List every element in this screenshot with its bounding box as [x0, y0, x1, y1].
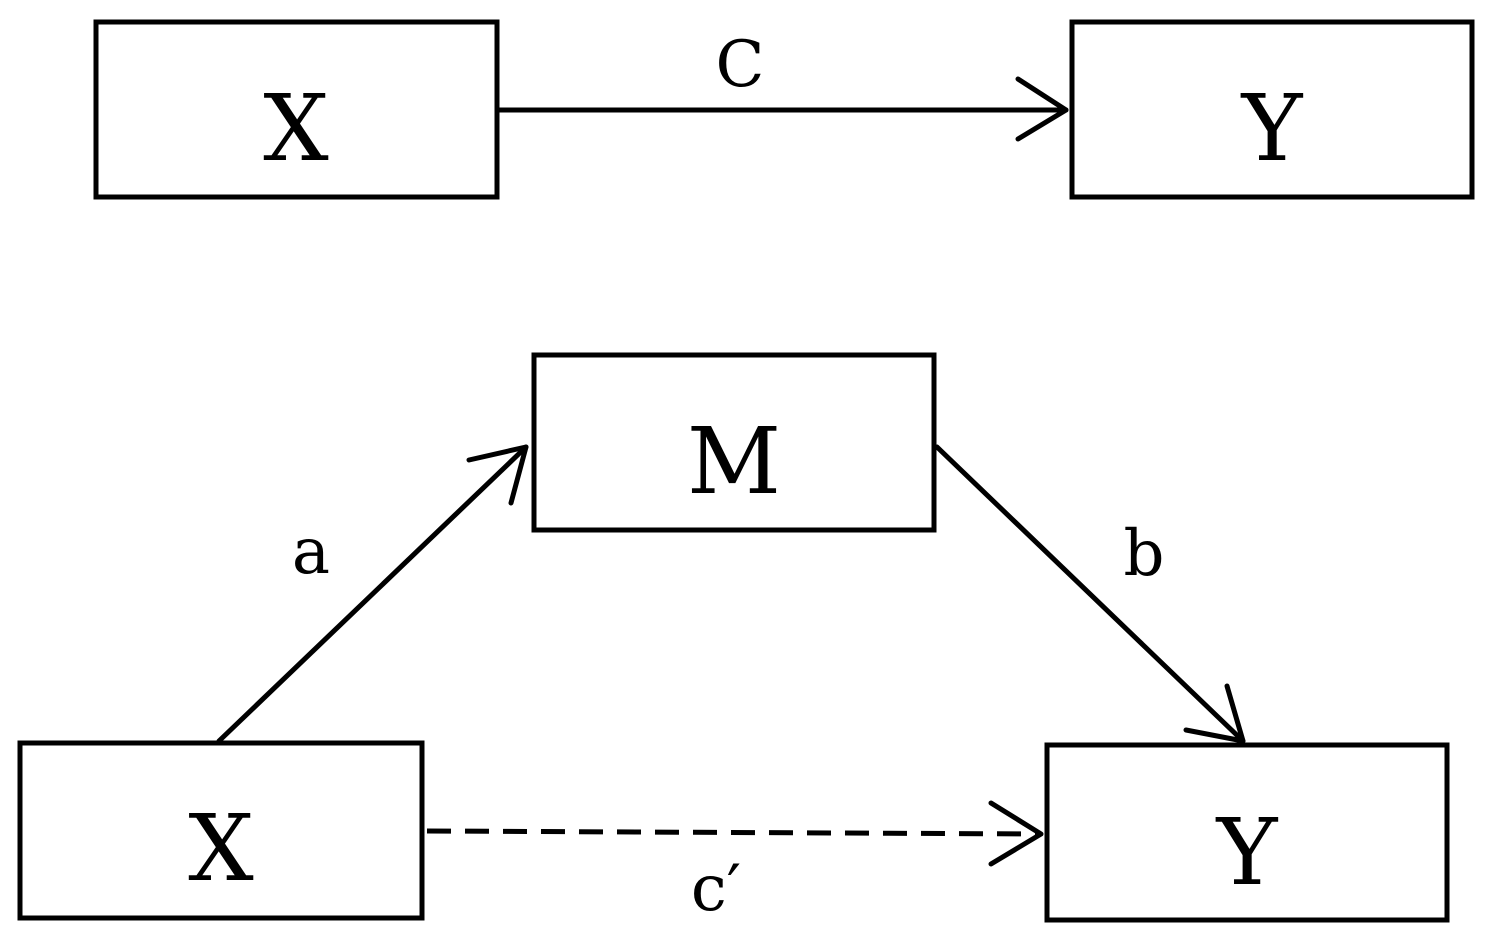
- path-b-arrow: [934, 444, 1246, 744]
- direct-path-label: c′: [691, 852, 741, 926]
- mediator-label: M: [687, 408, 781, 515]
- bottom-x-label: X: [188, 795, 254, 902]
- path-a-arrow: [216, 444, 529, 744]
- top-x-label: X: [263, 75, 329, 182]
- path-b-label: b: [1124, 517, 1165, 591]
- bottom-y-label: Y: [1215, 799, 1279, 906]
- bottom-x-box: [17, 740, 425, 921]
- path-a-label: a: [292, 515, 330, 589]
- mediator-box: [531, 352, 937, 533]
- direct-path-arrow: [426, 800, 1044, 867]
- bottom-y-box: [1044, 742, 1450, 923]
- top-x-box: [93, 19, 500, 200]
- total-effect-arrow: [494, 76, 1069, 142]
- total-effect-panel: X Y C: [93, 19, 1475, 200]
- top-y-label: Y: [1240, 75, 1304, 182]
- top-y-box: [1069, 19, 1475, 200]
- total-effect-path-label: C: [716, 28, 765, 102]
- mediation-panel: M X Y a b c′: [17, 352, 1450, 926]
